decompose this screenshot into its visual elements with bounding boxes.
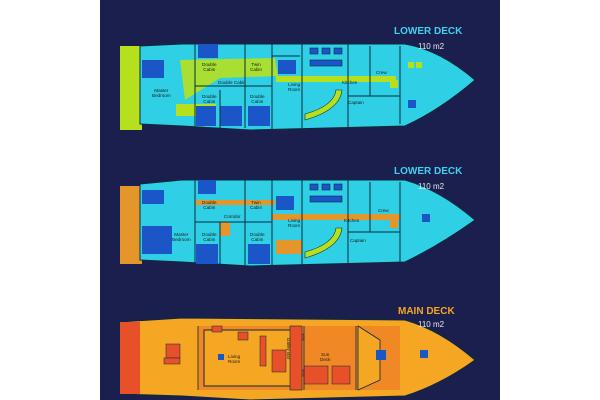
lower-deck-1-title: LOWER DECK — [394, 26, 463, 37]
room-label: Double Cabin — [202, 200, 217, 210]
deck-plan-canvas: LOWER DECK 110 m2 LOWER DECK 110 m2 MAIN… — [100, 0, 500, 400]
room-label: Master Bedroom — [152, 88, 171, 98]
room-label: Crew — [378, 208, 389, 213]
main-deck-plan — [119, 317, 476, 400]
main-deck-title: MAIN DECK — [398, 306, 455, 317]
lower-deck-2-area: 110 m2 — [418, 182, 445, 191]
room-label: Double Cabin — [202, 62, 217, 72]
room-label: Double Cabin — [250, 232, 265, 242]
lower-deck-1-area: 110 m2 — [418, 42, 445, 51]
room-label: Living Room — [228, 354, 241, 364]
lower-deck-2-title: LOWER DECK — [394, 166, 463, 177]
main-deck-area: 110 m2 — [418, 320, 445, 329]
room-label: Kitchen — [344, 218, 360, 223]
room-label: Sun Deck — [320, 352, 331, 362]
room-label: Living Room — [288, 82, 301, 92]
room-label: Living Room — [288, 218, 301, 228]
room-label: Double Cabin — [202, 94, 217, 104]
room-label: Twin Cabin — [250, 200, 263, 210]
room-label: Corridor — [224, 214, 241, 219]
room-label: Master Bedroom — [172, 232, 191, 242]
room-label: Double Cabin — [202, 232, 217, 242]
room-label: Double Cabin — [250, 94, 265, 104]
room-label: Galley Bar — [286, 337, 292, 360]
room-label: Captain — [348, 100, 364, 105]
room-label: Crew — [376, 70, 387, 75]
room-label: Captain — [350, 238, 366, 243]
lower-deck-1-plan — [120, 43, 476, 131]
room-label: Kitchen — [342, 80, 358, 85]
room-label: Twin Cabin — [250, 62, 263, 72]
room-label: Double Cabin — [218, 80, 246, 85]
lower-deck-2-plan — [120, 179, 476, 267]
